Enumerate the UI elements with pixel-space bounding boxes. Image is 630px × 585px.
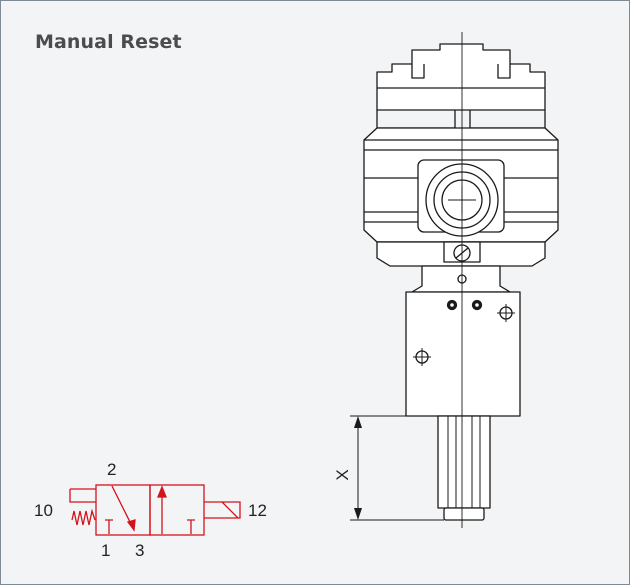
valve-symbol xyxy=(69,484,241,536)
top-cap xyxy=(376,43,546,111)
blocked-port-right xyxy=(187,519,195,534)
port-label-2: 2 xyxy=(107,460,116,479)
valve-box-left xyxy=(95,484,151,536)
actuator-hole-left-inner xyxy=(450,303,454,307)
cap-step-left xyxy=(376,110,456,129)
cap-step-right xyxy=(469,110,546,129)
return-spring xyxy=(71,508,96,526)
flow-arrow-vertical-head xyxy=(157,485,167,498)
diagram-title: Manual Reset xyxy=(35,31,182,53)
dim-arrow-bottom xyxy=(354,508,362,520)
plunger-tip xyxy=(443,507,485,521)
blocked-port-left xyxy=(105,519,113,534)
plunger-shaft xyxy=(437,415,491,509)
dimension-label: X xyxy=(333,469,352,480)
cap-notch-right xyxy=(497,64,511,79)
flow-arrow-diagonal-head xyxy=(126,519,136,532)
dimension-x xyxy=(350,415,444,521)
valve-body-drawing xyxy=(363,43,559,521)
valve-box-right xyxy=(149,484,205,536)
pilot-actuator-diagonal xyxy=(221,501,239,519)
port-label-3: 3 xyxy=(135,541,144,560)
port-label-12: 12 xyxy=(248,501,267,520)
port-label-10: 10 xyxy=(34,501,53,520)
push-button-actuator xyxy=(69,488,96,503)
actuator-hole-right-inner xyxy=(475,303,479,307)
port-label-1: 1 xyxy=(101,541,110,560)
dim-arrow-top xyxy=(354,416,362,428)
cap-notch-left xyxy=(411,64,425,79)
pilot-actuator xyxy=(204,501,241,519)
